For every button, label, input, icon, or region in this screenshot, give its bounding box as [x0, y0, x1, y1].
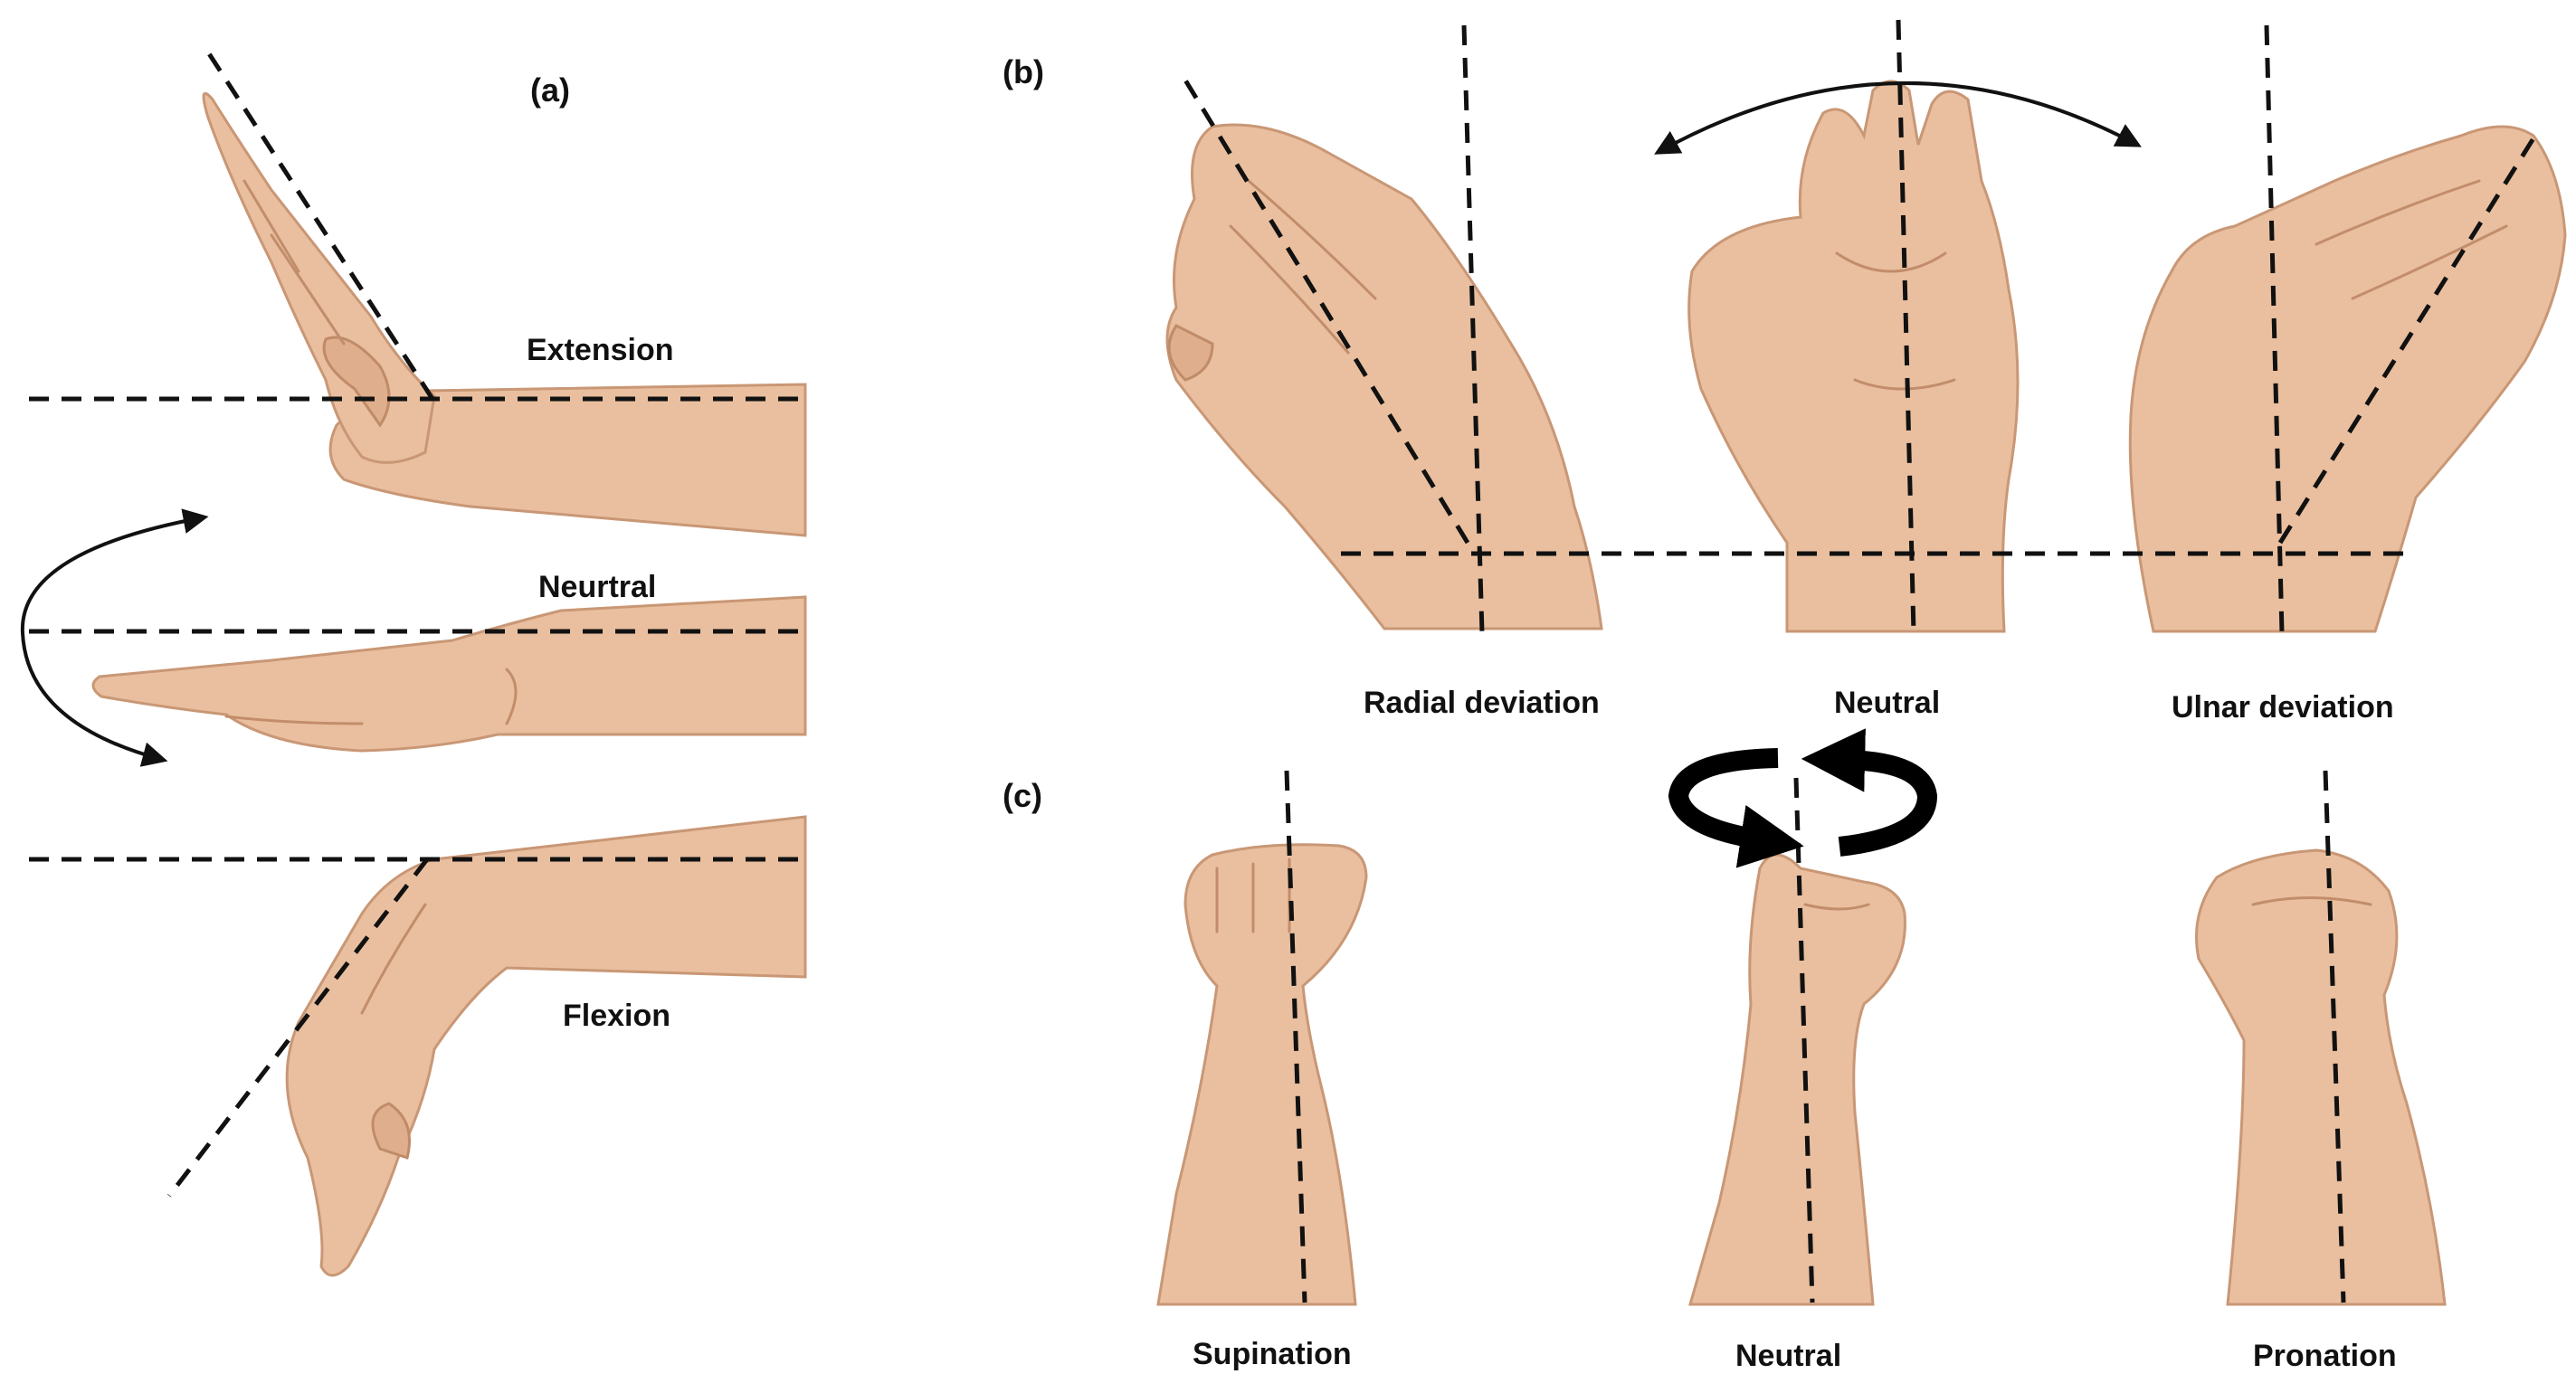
extension-hand-axis [201, 43, 435, 401]
extension-label: Extension [527, 333, 673, 367]
panel-b: (b) Radial deviation Neutral [1003, 19, 2567, 725]
ulnar-deviation-label: Ulnar deviation [2172, 690, 2394, 725]
neutral-vertical-axis-b [1896, 19, 1916, 634]
hand-flexion-image [285, 815, 807, 1277]
ulnar-hand-axis [2277, 129, 2541, 545]
forearm-supination-image [1156, 843, 1368, 1306]
forearm-neutral-c-image [1688, 853, 1906, 1306]
pronation-axis [2323, 770, 2346, 1303]
radial-hand-axis [1179, 72, 1470, 545]
hand-neutral-image [91, 595, 807, 753]
forearm-pronation-image [2195, 848, 2447, 1306]
radial-deviation-label: Radial deviation [1364, 686, 1600, 720]
supination-axis [1284, 770, 1307, 1303]
panel-a-label: (a) [530, 71, 570, 109]
neutral-label-c: Neutral [1735, 1339, 1841, 1373]
neutral-label-a: Neurtral [538, 570, 656, 604]
panel-c: (c) Supination Neutral Pronation [1003, 728, 2447, 1373]
neutral-axis-c [1793, 777, 1815, 1303]
ulnar-vertical-axis [2264, 24, 2285, 634]
hand-radial-deviation-image [1165, 123, 1603, 630]
neutral-label-b: Neutral [1834, 686, 1940, 720]
hand-neutral-b-image [1687, 80, 2020, 633]
curved-double-arrow-icon [20, 508, 209, 767]
radial-vertical-axis [1461, 24, 1485, 634]
flexion-hand-axis [167, 858, 429, 1198]
panel-a: (a) Extension Neurtral Flex [20, 43, 807, 1277]
hand-extension-image [202, 91, 807, 537]
hand-ulnar-deviation-image [2128, 125, 2567, 633]
panel-b-label: (b) [1003, 53, 1044, 90]
pronation-label: Pronation [2253, 1339, 2397, 1373]
flexion-label: Flexion [563, 999, 670, 1033]
panel-c-label: (c) [1003, 777, 1042, 814]
supination-label: Supination [1193, 1337, 1352, 1371]
rotation-arrows-icon [1668, 728, 1938, 868]
curved-double-arrow-icon [1654, 81, 2142, 155]
